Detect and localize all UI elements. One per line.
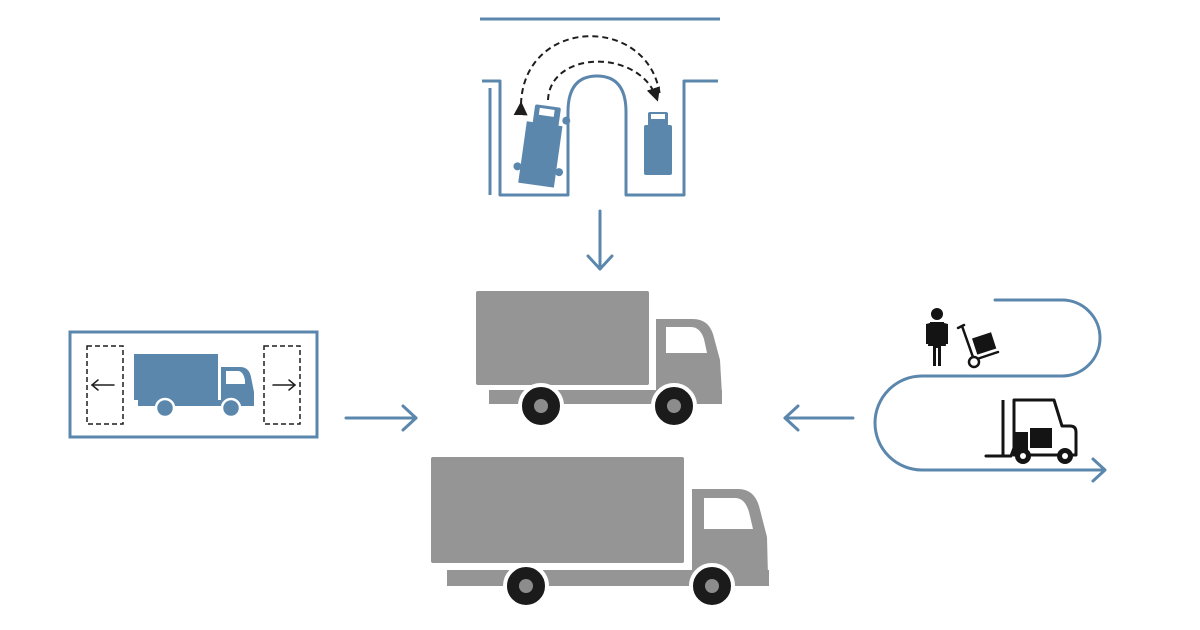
truck-lower-rear-wheel <box>503 563 549 609</box>
truck-upper-front-wheel <box>651 383 697 429</box>
truck-lower-window <box>704 498 753 529</box>
parked-truck-icon <box>644 112 672 175</box>
right-clearance-arrow <box>272 379 297 391</box>
truck-lower-cargo-box <box>431 457 684 563</box>
side-clearance-panel <box>68 330 319 439</box>
arrow-left <box>783 404 855 432</box>
truck-upper <box>476 291 722 429</box>
left-clearance-arrow <box>90 379 115 391</box>
turn-path-inner <box>547 60 661 102</box>
side-clearance-frame <box>68 330 319 439</box>
turning-truck-icon <box>513 104 571 188</box>
workflow-path <box>873 298 1106 472</box>
bay-outline <box>482 74 718 197</box>
worker-icon <box>926 308 948 366</box>
truck-upper-window <box>666 327 707 353</box>
small-truck-icon <box>134 354 254 419</box>
loading-workflow-panel <box>873 298 1107 483</box>
truck-upper-cargo-box <box>476 291 649 385</box>
truck-lower-front-wheel <box>689 563 735 609</box>
truck-upper-rear-wheel <box>518 383 564 429</box>
workflow-arrowhead <box>1091 457 1107 483</box>
forklift-icon <box>984 398 1078 464</box>
hand-truck-icon <box>956 323 1000 369</box>
arrow-down <box>586 209 614 271</box>
right-clearance-zone <box>263 345 301 425</box>
turn-path-outer <box>513 35 661 116</box>
left-clearance-zone <box>86 345 124 425</box>
truck-lower <box>431 457 769 609</box>
turnaround-bay-panel <box>480 17 720 197</box>
arrow-right <box>344 404 418 432</box>
